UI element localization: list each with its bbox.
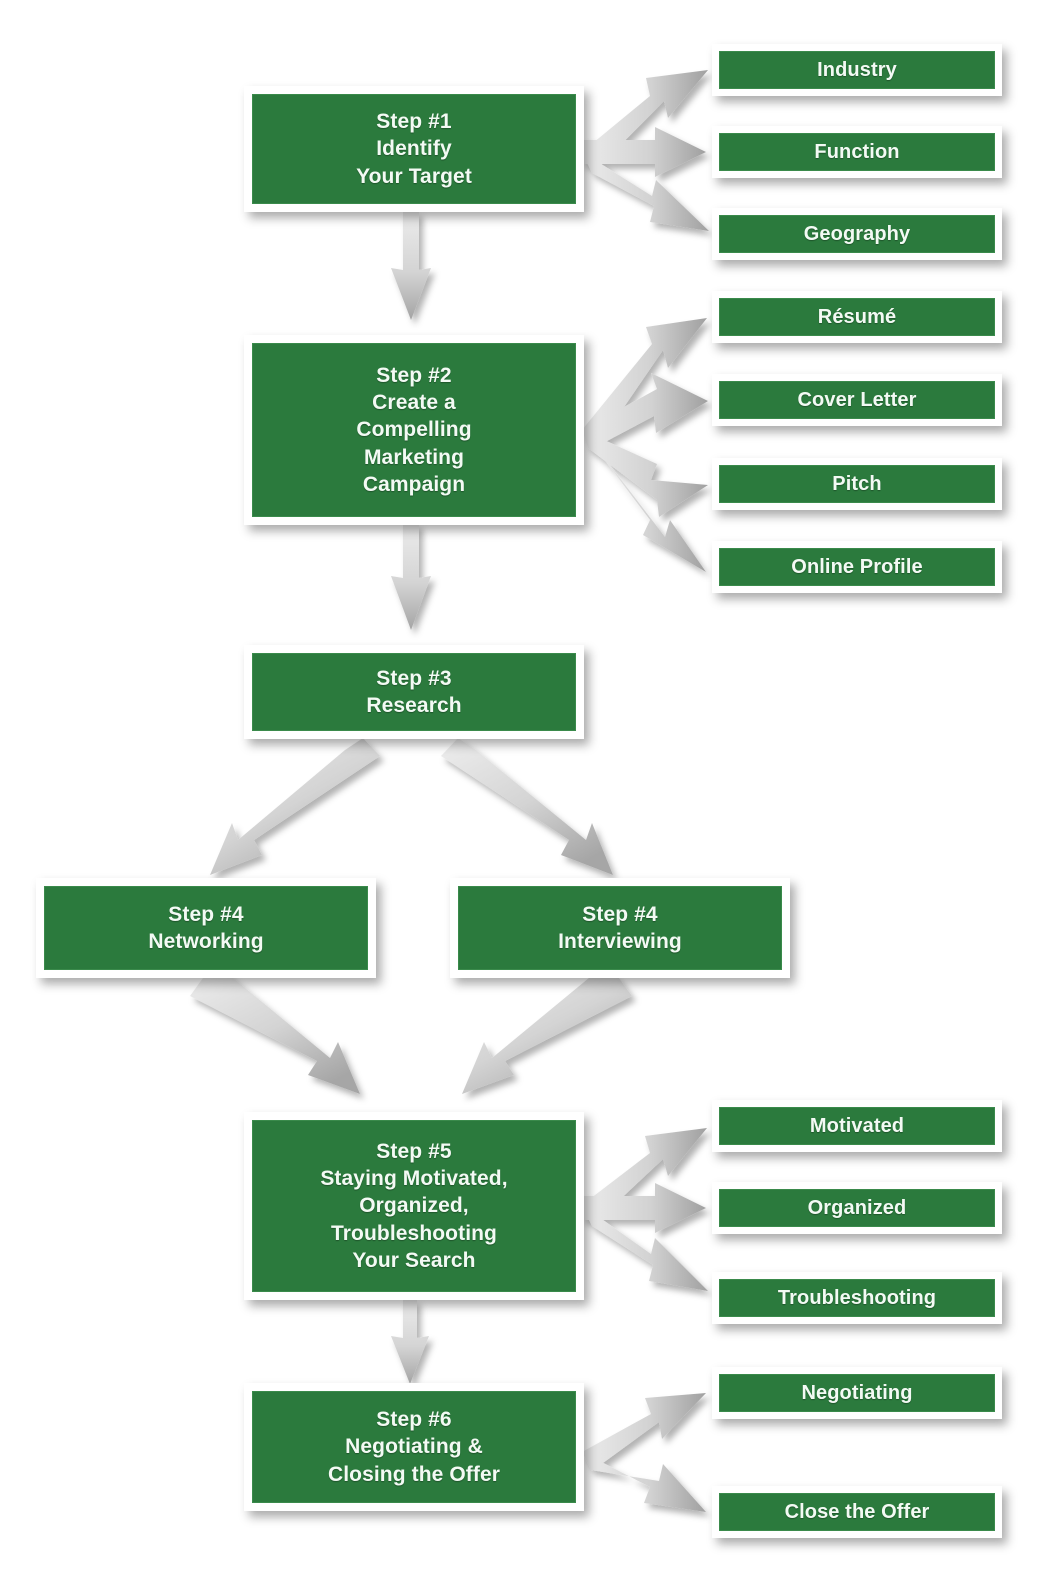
node-troubleshooting[interactable]: Troubleshooting bbox=[712, 1272, 1002, 1324]
arrow-group-step6 bbox=[582, 1393, 706, 1512]
node-online-profile-label: Online Profile bbox=[791, 556, 923, 578]
node-geography-label: Geography bbox=[803, 223, 911, 245]
arrow-group-step1-step2 bbox=[391, 212, 431, 320]
node-industry-label: Industry bbox=[817, 59, 897, 81]
arrow-step2-resume bbox=[582, 318, 707, 448]
node-step1-label: Step #1 Identify Your Target bbox=[356, 110, 472, 188]
arrow-step6-negotiating bbox=[582, 1393, 706, 1471]
arrow-group-step1 bbox=[582, 70, 709, 231]
arrow-step5-to-step6 bbox=[391, 1300, 429, 1384]
node-resume[interactable]: Résumé bbox=[712, 291, 1002, 343]
node-close-the-offer-label: Close the Offer bbox=[784, 1501, 930, 1523]
arrow-interviewing-to-step5 bbox=[462, 968, 632, 1094]
arrow-step1-to-step2 bbox=[391, 212, 431, 320]
node-troubleshooting-label: Troubleshooting bbox=[777, 1287, 937, 1309]
node-step3[interactable]: Step #3 Research bbox=[244, 645, 584, 739]
arrow-group-step5 bbox=[582, 1128, 708, 1291]
node-step5-label: Step #5 Staying Motivated, Organized, Tr… bbox=[320, 1139, 508, 1272]
node-cover-letter[interactable]: Cover Letter bbox=[712, 374, 1002, 426]
node-organized-label: Organized bbox=[807, 1197, 907, 1219]
arrow-group-step4-step5 bbox=[190, 968, 632, 1094]
node-step4-networking-label: Step #4 Networking bbox=[148, 902, 264, 953]
node-function-label: Function bbox=[814, 141, 900, 163]
node-geography[interactable]: Geography bbox=[712, 208, 1002, 260]
node-industry[interactable]: Industry bbox=[712, 44, 1002, 96]
node-resume-label: Résumé bbox=[817, 306, 897, 328]
arrow-step1-geography bbox=[582, 152, 709, 231]
arrow-step1-function bbox=[582, 127, 706, 177]
node-step6-label: Step #6 Negotiating & Closing the Offer bbox=[327, 1408, 501, 1486]
node-step1[interactable]: Step #1 Identify Your Target bbox=[244, 86, 584, 212]
node-step2-label: Step #2 Create a Compelling Marketing Ca… bbox=[356, 363, 472, 496]
node-motivated-label: Motivated bbox=[809, 1115, 905, 1137]
node-negotiating-label: Negotiating bbox=[801, 1382, 913, 1404]
arrow-step6-close-the-offer bbox=[582, 1452, 706, 1512]
arrow-group-step2 bbox=[582, 318, 708, 572]
node-motivated[interactable]: Motivated bbox=[712, 1100, 1002, 1152]
node-function[interactable]: Function bbox=[712, 126, 1002, 178]
node-cover-letter-label: Cover Letter bbox=[797, 389, 917, 411]
arrow-step5-troubleshooting bbox=[582, 1205, 708, 1291]
node-close-the-offer[interactable]: Close the Offer bbox=[712, 1486, 1002, 1538]
arrow-step3-to-interviewing bbox=[441, 738, 613, 875]
node-step4-interviewing[interactable]: Step #4 Interviewing bbox=[450, 878, 790, 978]
node-step4-networking[interactable]: Step #4 Networking bbox=[36, 878, 376, 978]
node-step4-interviewing-label: Step #4 Interviewing bbox=[558, 902, 682, 953]
arrow-group-step5-step6 bbox=[391, 1300, 429, 1384]
arrow-group-step3 bbox=[210, 738, 613, 875]
node-pitch-label: Pitch bbox=[832, 473, 882, 495]
arrow-step2-to-step3 bbox=[391, 524, 431, 630]
arrow-networking-to-step5 bbox=[190, 968, 360, 1094]
node-negotiating[interactable]: Negotiating bbox=[712, 1367, 1002, 1419]
arrow-step2-pitch bbox=[582, 430, 708, 517]
arrow-step5-motivated bbox=[582, 1128, 707, 1224]
arrow-step2-cover-letter bbox=[582, 373, 708, 450]
arrow-step2-online-profile bbox=[582, 430, 706, 572]
node-online-profile[interactable]: Online Profile bbox=[712, 541, 1002, 593]
node-organized[interactable]: Organized bbox=[712, 1182, 1002, 1234]
node-step3-label: Step #3 Research bbox=[366, 666, 462, 717]
arrow-group-step2-step3 bbox=[391, 524, 431, 630]
arrow-step1-industry bbox=[582, 70, 708, 172]
node-pitch[interactable]: Pitch bbox=[712, 458, 1002, 510]
node-step2[interactable]: Step #2 Create a Compelling Marketing Ca… bbox=[244, 335, 584, 525]
arrow-step5-organized bbox=[582, 1183, 706, 1233]
arrow-step3-to-networking bbox=[210, 738, 380, 875]
node-step5[interactable]: Step #5 Staying Motivated, Organized, Tr… bbox=[244, 1112, 584, 1300]
node-step6[interactable]: Step #6 Negotiating & Closing the Offer bbox=[244, 1383, 584, 1511]
